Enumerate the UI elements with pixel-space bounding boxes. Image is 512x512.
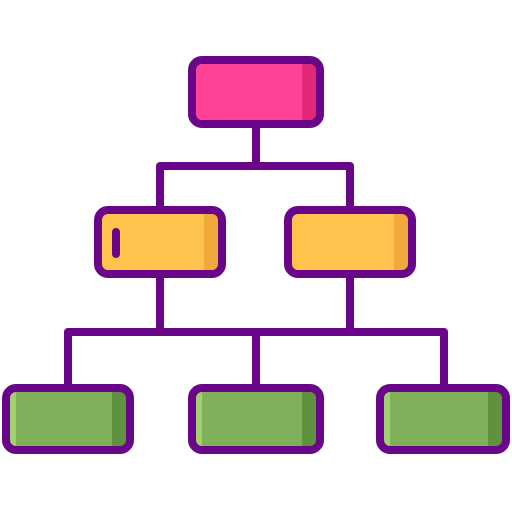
bottom-node-right-shade [488, 392, 502, 446]
bottom-node-right [376, 384, 510, 454]
bottom-node-left-fill [6, 388, 130, 450]
middle-node-left-shade [204, 214, 218, 270]
connector-root-to-middle [156, 120, 354, 210]
root-node-fill [192, 60, 320, 124]
middle-node-left-outline [94, 206, 226, 278]
bottom-node-right-fill [380, 388, 506, 450]
bottom-node-left-outline [2, 384, 134, 454]
root-node-outline [188, 56, 324, 128]
bottom-node-left-highlight [10, 392, 16, 446]
middle-node-right-highlight [292, 214, 298, 270]
bottom-node-center-outline [188, 384, 324, 454]
middle-node-right-fill [288, 210, 412, 274]
middle-node-left [94, 206, 226, 278]
bottom-node-left [2, 384, 134, 454]
bottom-node-center [188, 384, 324, 454]
middle-node-right-outline [284, 206, 416, 278]
bottom-node-center-fill [192, 388, 320, 450]
root-node [188, 56, 324, 128]
root-node-shade [302, 64, 316, 120]
connectors [64, 120, 448, 390]
middle-node-right [284, 206, 416, 278]
root-node-highlight [196, 64, 202, 120]
bottom-node-center-highlight [196, 392, 202, 446]
bottom-node-center-shade [302, 392, 316, 446]
middle-node-right-shade [394, 214, 408, 270]
bottom-node-right-highlight [384, 392, 390, 446]
connector-bottom-bus [64, 328, 448, 390]
middle-node-left-fill [98, 210, 222, 274]
bottom-node-right-outline [376, 384, 510, 454]
bottom-node-left-shade [112, 392, 126, 446]
middle-node-left-highlight [102, 214, 108, 270]
